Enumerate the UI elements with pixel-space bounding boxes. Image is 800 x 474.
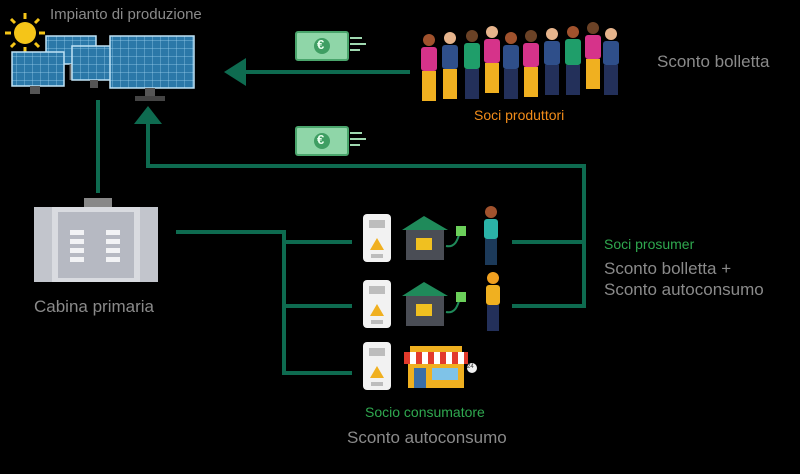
cabinet-icon [34,198,158,282]
arrow-icon [134,106,162,124]
person-icon [523,30,539,97]
plant-label: Impianto di produzione [50,6,202,23]
producers-label: Soci produttori [474,107,565,123]
solar-panel-icon [11,51,65,94]
prosumer-return-line [146,122,586,308]
plug-icon [445,226,466,248]
consumer-label: Socio consumatore [365,404,485,420]
person-icon [503,32,519,99]
meter-icon [363,280,391,328]
person-icon [544,28,560,95]
prosumers-label: Soci prosumer [604,236,695,252]
house-icon [402,282,448,326]
consumer-benefit: Sconto autoconsumo [347,428,507,447]
shop-sign-number: 24 [467,364,474,370]
substation-label: Cabina primaria [34,297,154,316]
euro-symbol: € [317,37,325,52]
arrow-icon [224,58,246,86]
person-icon [565,26,581,95]
person-icon [486,272,500,331]
person-icon [603,28,619,95]
connection-lines [96,70,586,375]
house-icon [402,216,448,260]
euro-symbol: € [317,132,325,147]
solar-panel-icon [109,35,195,101]
cabin-feeder-line [176,230,352,375]
person-icon [421,34,437,101]
plug-icon [445,292,466,314]
solar-panel-icon [71,45,115,88]
banknote-icon [295,126,366,156]
sun-icon [5,13,45,53]
meter-icon [363,214,391,262]
producers-benefit: Sconto bolletta [657,52,770,71]
person-icon [484,206,498,265]
prosumers-benefit-line1: Sconto bolletta + [604,259,732,278]
meter-icon [363,342,391,390]
shop-icon [404,346,477,388]
person-icon [585,22,601,89]
person-icon [442,32,458,99]
person-icon [464,30,480,99]
banknote-icon [295,31,366,61]
prosumers-benefit-line2: Sconto autoconsumo [604,280,764,299]
person-icon [484,26,500,93]
producers-crowd [421,22,619,101]
